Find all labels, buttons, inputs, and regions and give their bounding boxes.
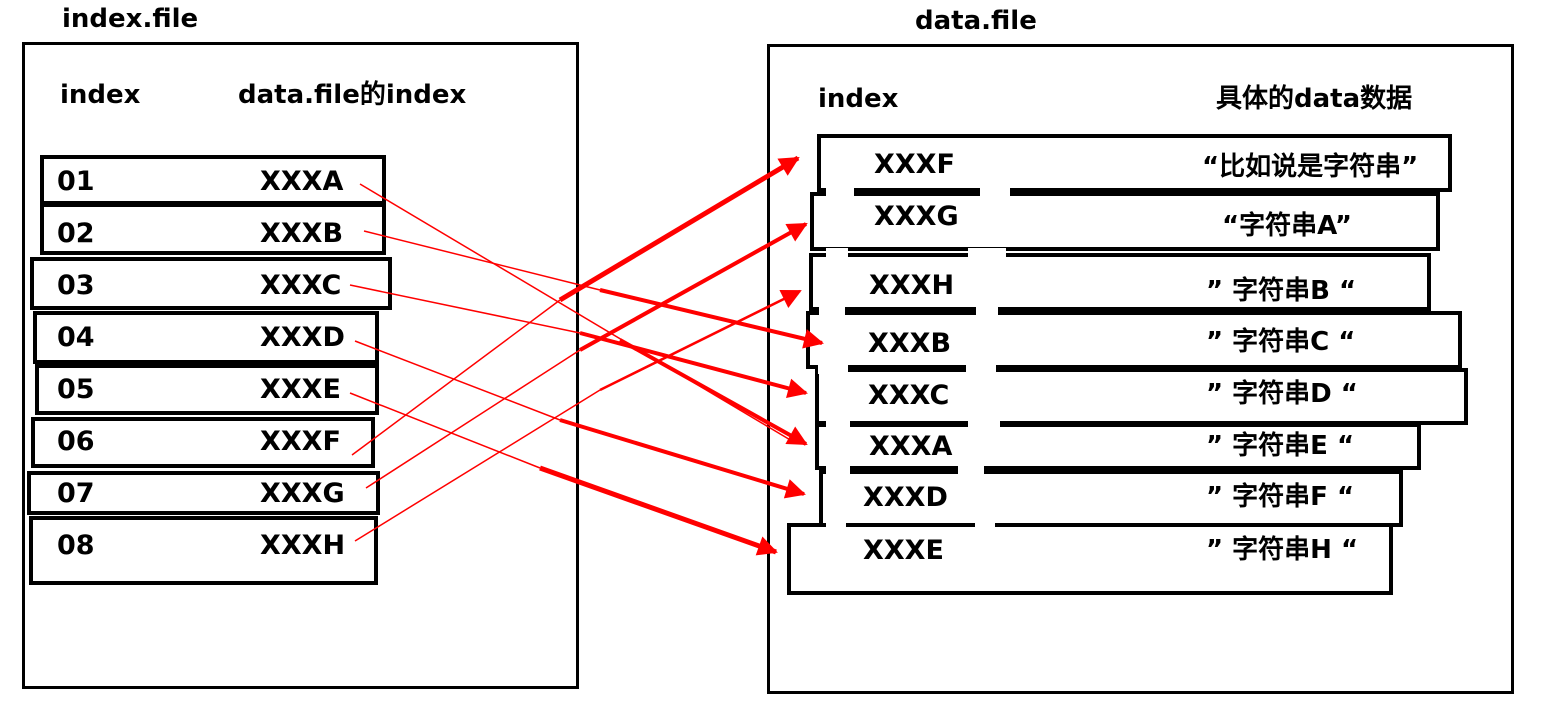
data-row-8-data: ” 字符串H “ [1206,535,1359,565]
data-row-7-data: ” 字符串F “ [1206,482,1355,512]
arrow-xxxh [354,389,601,542]
border-gap [826,465,850,475]
border-gap [980,187,1010,197]
arrow-xxxb-head [599,288,824,349]
index-row-2-index: 02 [57,218,95,249]
data-row-1 [817,134,1452,192]
index-file-panel [22,42,579,689]
data-row-3-index: XXXH [869,270,955,301]
arrow-xxxg [365,349,581,489]
index-row-5-index: 05 [57,374,95,405]
border-gap [968,418,1000,428]
index-file-header-index: index [60,80,141,110]
index-row-3 [30,257,392,310]
data-row-3 [809,253,1431,311]
border-gap [826,248,848,258]
border-gap [826,520,846,530]
index-file-title: index.file [62,4,199,34]
arrow-xxxf-head [558,155,800,303]
index-file-header-ref: data.file的index [238,80,467,110]
data-file-title: data.file [915,6,1037,36]
border-gap [958,465,984,475]
border-gap [818,364,848,374]
arrow-xxxh-head [599,289,802,392]
index-row-4-ref: XXXD [260,322,345,353]
index-row-8-index: 08 [57,530,95,561]
border-gap [819,306,845,316]
index-row-3-index: 03 [57,270,95,301]
index-row-7-ref: XXXG [260,478,345,509]
data-row-7-index: XXXD [863,482,948,513]
data-row-1-index: XXXF [874,149,955,180]
index-row-6-ref: XXXF [260,426,341,457]
index-row-7 [27,471,380,515]
arrow-xxxd [354,340,561,421]
border-gap [826,187,854,197]
index-row-4-index: 04 [57,322,95,353]
border-gap [826,418,850,428]
index-row-8 [29,516,378,585]
data-row-8-index: XXXE [863,535,944,566]
index-row-5-ref: XXXE [260,374,341,405]
data-file-header-data: 具体的data数据 [1216,84,1413,114]
data-row-1-data: “比如说是字符串” [1202,152,1419,182]
data-row-2-data: “字符串A” [1222,211,1352,241]
data-row-3-data: ” 字符串B “ [1206,276,1357,306]
index-row-1-index: 01 [57,166,95,197]
arrow-xxxc-head [579,331,808,399]
index-row-1-ref: XXXA [260,166,344,197]
data-row-5-index: XXXC [868,380,950,411]
index-row-6-index: 06 [57,426,95,457]
data-file-panel [767,44,1514,694]
data-row-6 [815,423,1421,470]
index-row-2-ref: XXXB [260,218,344,249]
arrow-xxxa [359,183,793,442]
index-row-7-index: 07 [57,478,95,509]
data-row-6-index: XXXA [869,431,953,462]
index-row-4 [33,311,379,364]
border-gap [968,248,1006,258]
arrow-xxxe-head [539,465,778,556]
arrow-xxxf [351,299,561,456]
arrow-xxxd-head [559,418,806,499]
arrow-xxxg-head [579,222,808,352]
index-row-5 [35,364,379,415]
data-row-4-data: ” 字符串C “ [1206,327,1356,357]
border-gap [975,520,995,530]
arrow-xxxc [349,284,581,334]
arrow-xxxa-head [619,338,808,446]
data-row-6-data: ” 字符串E “ [1206,431,1355,461]
border-gap [976,306,998,316]
index-row-8-ref: XXXH [260,530,346,561]
data-row-4-index: XXXB [868,328,952,359]
data-row-5-data: ” 字符串D “ [1206,379,1358,409]
index-row-3-ref: XXXC [260,270,342,301]
index-row-6 [31,417,375,468]
data-row-2-index: XXXG [874,201,959,232]
data-file-header-index: index [818,84,899,114]
border-gap [966,364,996,374]
data-row-8 [787,523,1393,595]
arrow-xxxe [349,392,541,469]
arrow-xxxb [363,230,601,291]
data-row-2 [810,192,1440,251]
index-row-2 [40,203,386,255]
